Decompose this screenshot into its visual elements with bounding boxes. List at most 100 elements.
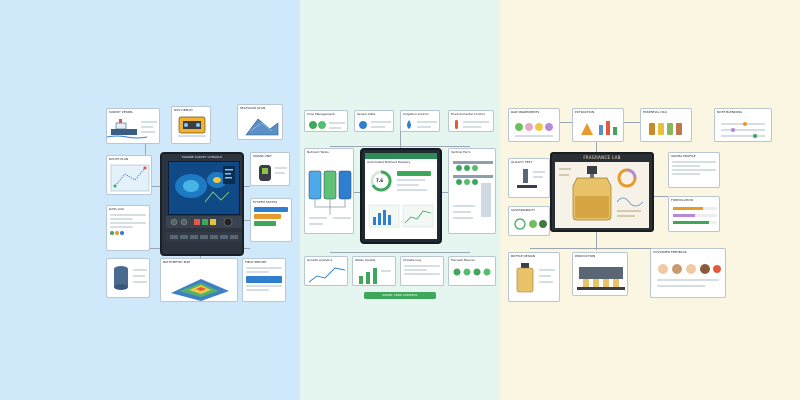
device-screen[interactable] — [168, 161, 240, 215]
status-info-icon — [119, 231, 124, 235]
card-system-status[interactable]: SYSTEM STATUS — [250, 198, 292, 242]
plants-grid-icon — [453, 268, 491, 276]
farm-tablet-device[interactable]: Automated Nutrient Delivery 7.6 — [360, 148, 442, 244]
card-survey-vessel[interactable]: SURVEY VESSEL — [106, 108, 160, 144]
card-sensor-data[interactable]: Sensor Data — [354, 110, 394, 132]
sensor-icon — [359, 121, 391, 129]
connector — [400, 130, 401, 148]
card-note-blending[interactable]: NOTE BLENDING — [714, 108, 772, 142]
card-storage[interactable] — [106, 258, 150, 298]
card-crop-management[interactable]: Crop Management — [304, 110, 348, 132]
recycle-icon — [514, 218, 547, 230]
card-aroma-profile[interactable]: AROMA PROFILE — [668, 152, 720, 188]
card-environmental-control[interactable]: Environmental Control — [448, 110, 494, 132]
card-route-plan[interactable]: ROUTE PLAN — [106, 155, 152, 195]
card-quality-test[interactable]: QUALITY TEST — [508, 158, 550, 198]
card-title: Environmental Control — [451, 112, 485, 116]
card-rov-deploy[interactable]: ROV DEPLOY — [171, 106, 211, 144]
card-essential-oils[interactable]: ESSENTIAL OILS — [640, 108, 692, 142]
card-extraction[interactable]: EXTRACTION — [572, 108, 624, 142]
tablet-title: Automated Nutrient Delivery — [367, 160, 411, 164]
lab-title: FRAGRANCE LAB — [583, 155, 621, 160]
lab-screen[interactable] — [555, 162, 649, 228]
tablet-screen[interactable]: Automated Nutrient Delivery 7.6 — [365, 153, 437, 239]
customer-avatars — [657, 264, 721, 287]
connector — [596, 232, 597, 250]
connector — [148, 186, 160, 187]
card-title: Harvest Planner — [451, 258, 476, 262]
tanks-illustration — [308, 170, 352, 225]
vertical-rack — [453, 161, 493, 219]
database-icon — [114, 266, 147, 290]
card-title: Water Quality — [355, 258, 376, 262]
tablet-header — [365, 153, 437, 159]
card-bathymetry-map[interactable]: BATHYMETRY MAP — [160, 258, 238, 302]
terrain-icon — [245, 118, 279, 136]
footer-label: SMART CROP CONTROL — [382, 293, 418, 297]
card-climate-log[interactable]: Climate Log — [400, 256, 444, 286]
marine-survey-panel: SURVEY VESSEL ROV DEPLOY SEAFLOOR SCAN — [0, 0, 300, 400]
card-sustainability[interactable]: SUSTAINABILITY — [508, 206, 550, 236]
smart-farm-panel: Crop Management Sensor Data Irrigation C… — [300, 0, 500, 400]
card-title: AROMA PROFILE — [671, 154, 696, 158]
connector — [440, 192, 454, 193]
perfume-bottle-icon — [516, 263, 555, 293]
card-formulation[interactable]: FORMULATION — [668, 196, 720, 232]
perfume-analysis — [559, 166, 644, 221]
line-chart-icon — [308, 267, 346, 283]
card-title: Crop Management — [307, 112, 335, 116]
card-irrigation-control[interactable]: Irrigation Control — [400, 110, 440, 132]
card-harvest-planner[interactable]: Harvest Planner — [448, 256, 496, 286]
progress-bars — [673, 207, 717, 224]
report-button[interactable] — [246, 276, 282, 283]
card-field-report[interactable]: FIELD REPORT — [242, 258, 286, 302]
sonar-icon — [259, 165, 287, 181]
herbs-icon — [515, 123, 553, 137]
status-bar — [254, 207, 288, 212]
gauge-widget — [370, 170, 431, 192]
survey-console-device[interactable]: MARINE SURVEY CONSOLE — [160, 152, 244, 256]
card-title: SYSTEM STATUS — [253, 200, 278, 204]
gauge-value: 7.6 — [376, 178, 384, 183]
status-bar — [254, 214, 282, 219]
map-route-icon — [110, 164, 150, 192]
status-bar — [254, 221, 277, 226]
status-warn-icon — [114, 231, 119, 235]
device-title: MARINE SURVEY CONSOLE — [182, 155, 222, 159]
card-vertical-farm[interactable]: Vertical Farm — [448, 148, 496, 234]
card-title: Sensor Data — [357, 112, 376, 116]
microscope-icon — [517, 169, 545, 188]
control-panel — [166, 216, 242, 242]
fragrance-lab-monitor[interactable]: FRAGRANCE LAB — [550, 152, 654, 232]
tablet-charts — [368, 204, 434, 228]
connector — [530, 248, 710, 249]
connector — [330, 252, 470, 253]
rov-icon — [178, 116, 206, 137]
card-nutrient-tanks[interactable]: Nutrient Tanks — [304, 148, 354, 234]
card-title: Growth Analytics — [307, 258, 333, 262]
card-customer-feedback[interactable]: CUSTOMER FEEDBACK — [650, 248, 726, 298]
thermometer-icon — [455, 120, 489, 129]
card-bottle-design[interactable]: BOTTLE DESIGN — [508, 252, 560, 302]
plant-icon — [309, 121, 345, 129]
card-water-quality[interactable]: Water Quality — [352, 256, 396, 286]
connector — [648, 196, 668, 197]
fragrance-lab-panel: RAW INGREDIENTS EXTRACTION ESSENTIAL OIL… — [500, 0, 800, 400]
card-production[interactable]: PRODUCTION — [572, 252, 628, 296]
connector — [348, 192, 362, 193]
card-title: Climate Log — [403, 258, 421, 262]
card-seafloor-scan[interactable]: SEAFLOOR SCAN — [237, 104, 283, 140]
card-title: FIELD REPORT — [245, 260, 267, 264]
water-drop-icon — [407, 120, 437, 129]
card-raw-ingredients[interactable]: RAW INGREDIENTS — [508, 108, 560, 142]
bar-chart-icon — [359, 268, 391, 284]
ship-icon — [107, 119, 157, 139]
card-sonar-unit[interactable]: SONAR UNIT — [250, 152, 290, 186]
card-title: DATA LOG — [109, 207, 124, 211]
sonar-map — [169, 162, 239, 214]
extraction-icon — [581, 121, 617, 135]
card-data-log[interactable]: DATA LOG — [106, 205, 150, 251]
footer-banner[interactable]: SMART CROP CONTROL — [364, 292, 436, 299]
oil-bottles-icon — [649, 123, 682, 135]
card-growth-analytics[interactable]: Growth Analytics — [304, 256, 348, 286]
